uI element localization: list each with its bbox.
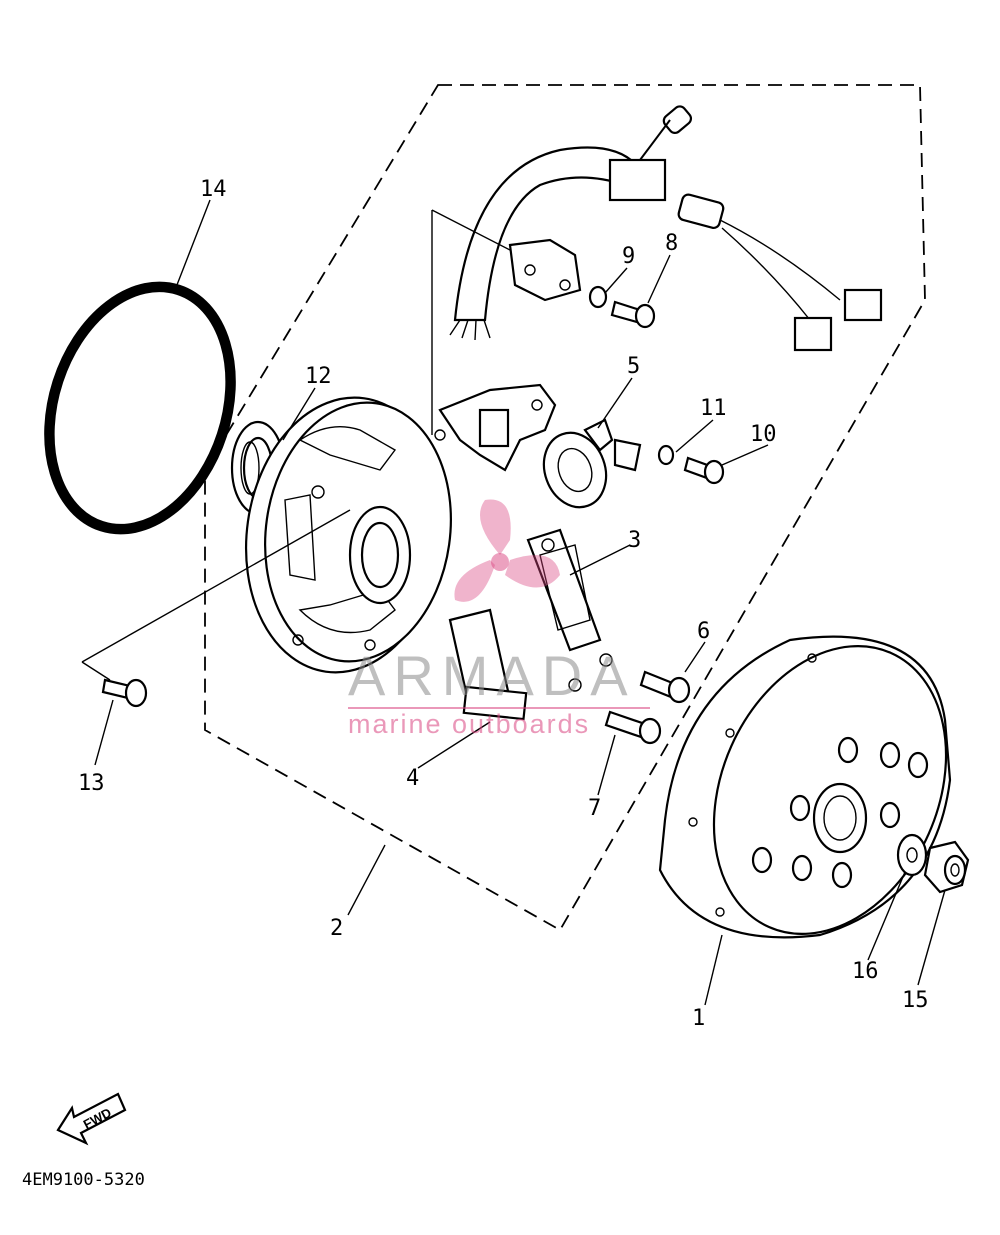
fwd-arrow-icon: FWD (56, 1092, 127, 1146)
coil-bracket (438, 383, 557, 472)
callout-16: 16 (852, 959, 879, 984)
callout-9: 9 (622, 244, 635, 269)
callout-14: 14 (200, 177, 227, 202)
washer-part-16 (896, 833, 928, 877)
callout-2: 2 (330, 916, 343, 941)
callout-13: 13 (78, 771, 105, 796)
leader-lines (81, 199, 946, 1006)
nut-part-15 (923, 840, 970, 894)
callout-7: 7 (588, 796, 601, 821)
stator-base-plate (244, 396, 452, 674)
part-code: 4EM9100-5320 (22, 1170, 145, 1190)
callout-3: 3 (628, 528, 641, 553)
pulser-coil-part-5 (542, 418, 642, 509)
screw-part-13 (101, 678, 148, 708)
propeller-logo-icon (454, 499, 560, 602)
watermark-tagline: marine outboards (348, 709, 590, 739)
callout-11: 11 (700, 396, 727, 421)
washer-part-9 (588, 285, 608, 309)
callout-10: 10 (750, 422, 777, 447)
fwd-label: FWD (81, 1105, 114, 1132)
coil-part-3 (526, 528, 613, 667)
watermark: ARMADA marine outboards (348, 499, 650, 739)
wire-clamp-bracket (508, 238, 582, 302)
o-ring-part-14 (44, 281, 236, 535)
coil-part-4 (448, 608, 582, 721)
callout-labels: 14 12 13 9 8 5 11 10 3 6 4 7 2 1 16 15 (78, 177, 929, 1031)
callout-8: 8 (665, 231, 678, 256)
flywheel-rotor-part-1 (658, 635, 952, 939)
callout-12: 12 (305, 364, 332, 389)
callout-15: 15 (902, 988, 929, 1013)
callout-5: 5 (627, 354, 640, 379)
wiring-harness (449, 105, 883, 352)
callout-1: 1 (692, 1006, 705, 1031)
callout-6: 6 (697, 619, 710, 644)
screw-part-7 (604, 710, 662, 745)
callout-4: 4 (406, 766, 419, 791)
screw-part-10 (683, 456, 725, 485)
screw-part-8 (610, 300, 656, 329)
washer-part-11 (657, 444, 675, 466)
screw-part-6 (639, 670, 691, 704)
watermark-brand: ARMADA (348, 644, 636, 707)
